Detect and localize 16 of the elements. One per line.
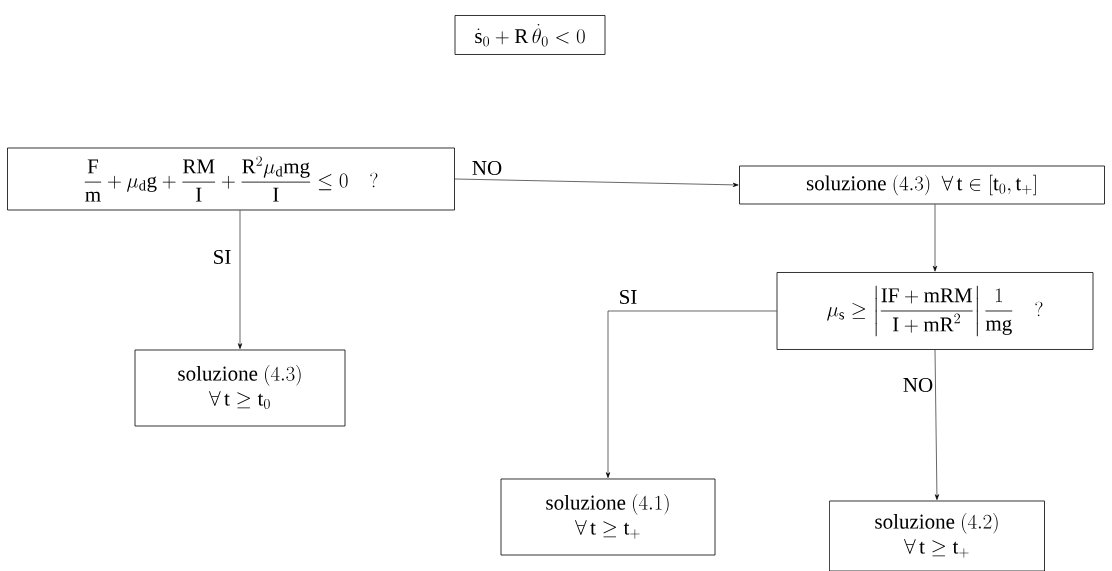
- formula-box: $\begin{array}{c}\text{soluzione }(4.1)\\ \forall\,\mathrm{t}\ge\mathrm{t}_+\end{array}$: [500, 478, 716, 556]
- formula-box: $\begin{array}{c}\text{soluzione }(4.2)\\ \forall\,\mathrm{t}\ge\mathrm{t}_+\end{array}$: [829, 500, 1045, 571]
- edge-label: NO: [901, 376, 935, 394]
- formula-box: $\text{soluzione }(4.3)\ \ \forall\,\mathrm{t}\in[\mathrm{t}_0,\mathrm{t}_+]$: [739, 165, 1105, 205]
- edge-label: SI: [211, 248, 233, 266]
- edge-label: NO: [470, 159, 504, 177]
- arrow: [454, 178, 739, 187]
- edge-label: SI: [617, 288, 639, 306]
- arrow: [237, 210, 243, 349]
- arrow: [605, 310, 777, 478]
- decision-box: $\mu_{\mathrm{s}}\ge\left|\frac{\mathrm{IF}+\mathrm{mRM}}{\mathrm{I}+\mathrm{mR}^2}\right|\frac{1}{\mathrm{mg}}\quad ?$: [776, 272, 1094, 350]
- formula-box: $\begin{array}{c}\text{soluzione }(4.3)\\ \forall\,\mathrm{t}\ge\mathrm{t}_0\end{array}$: [134, 349, 346, 427]
- arrow: [934, 349, 940, 500]
- arrow: [932, 204, 938, 272]
- formula-box: $\dot{\mathrm{s}}_0+\mathrm{R}\,\dot{\theta}_0<0$: [454, 15, 606, 55]
- decision-box: $\frac{\mathrm{F}}{\mathrm{m}}+\mu_{\mathrm{d}}\mathrm{g}+\frac{\mathrm{RM}}{\mathrm{I}}+\frac{\mathrm{R}^2\mu_{\mathrm{d}}\mathrm{mg}}{\mathrm{I}}\le 0\quad ?$: [7, 147, 455, 211]
